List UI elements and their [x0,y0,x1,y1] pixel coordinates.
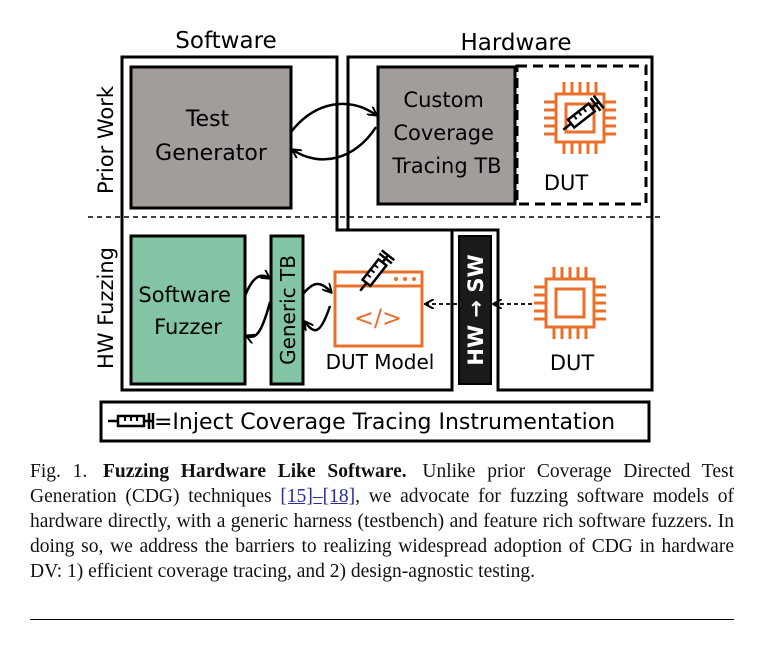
hw-to-sw-label: HW → SW [464,254,488,365]
arrow-to-custom-tb [290,102,376,133]
arrow-to-software-fuzzer [247,301,272,337]
figure-caption: Fig. 1. Fuzzing Hardware Like Software. … [30,459,734,584]
caption-title: Fuzzing Hardware Like Software. [102,461,407,482]
dut-dashed-box [515,64,648,206]
legend-syringe-icon [106,411,155,431]
code-glyph: </> [354,304,402,332]
arrow-to-dut-model [302,284,331,295]
legend-box [99,400,651,443]
caption-refs-link[interactable]: [15]–[18] [280,486,356,507]
arrow-to-generic-tb [243,276,269,297]
caption-text-after: , we advocate for fuzzing software model… [30,486,734,582]
generic-tb-label: Generic TB [276,255,300,365]
chip-icon-bottom [532,265,608,341]
test-generator-label: Test Generator [155,107,268,166]
caption-label: Fig. 1. [30,461,88,482]
test-generator-box [129,65,293,210]
custom-tb-box [376,65,517,206]
dut-bottom-label: DUT [550,351,595,375]
hardware-header: Hardware [460,30,571,56]
legend-text: =Inject Coverage Tracing Instrumentation [154,410,615,435]
custom-tb-label: Custom Coverage Tracing TB [391,88,501,178]
prior-work-label: Prior Work [94,85,118,194]
fuzzing-diagram: Software Hardware Prior Work HW Fuzzing … [88,28,664,443]
arrow-to-test-generator [293,126,378,161]
arrow-to-generic-tb-back [305,305,332,330]
hardware-region [346,55,654,392]
dut-model-label: DUT Model [326,350,435,374]
hw-fuzzing-label: HW Fuzzing [94,247,118,369]
software-header: Software [175,28,276,54]
software-fuzzer-label: Software Fuzzer [138,283,237,339]
generic-tb-box [269,234,305,386]
hw-to-sw-box [458,235,492,385]
software-fuzzer-box [129,234,247,386]
dut-top-label: DUT [544,171,589,195]
caption-text-before: Unlike prior Coverage Directed Test Gene… [30,461,735,507]
caption-rule [30,619,734,620]
